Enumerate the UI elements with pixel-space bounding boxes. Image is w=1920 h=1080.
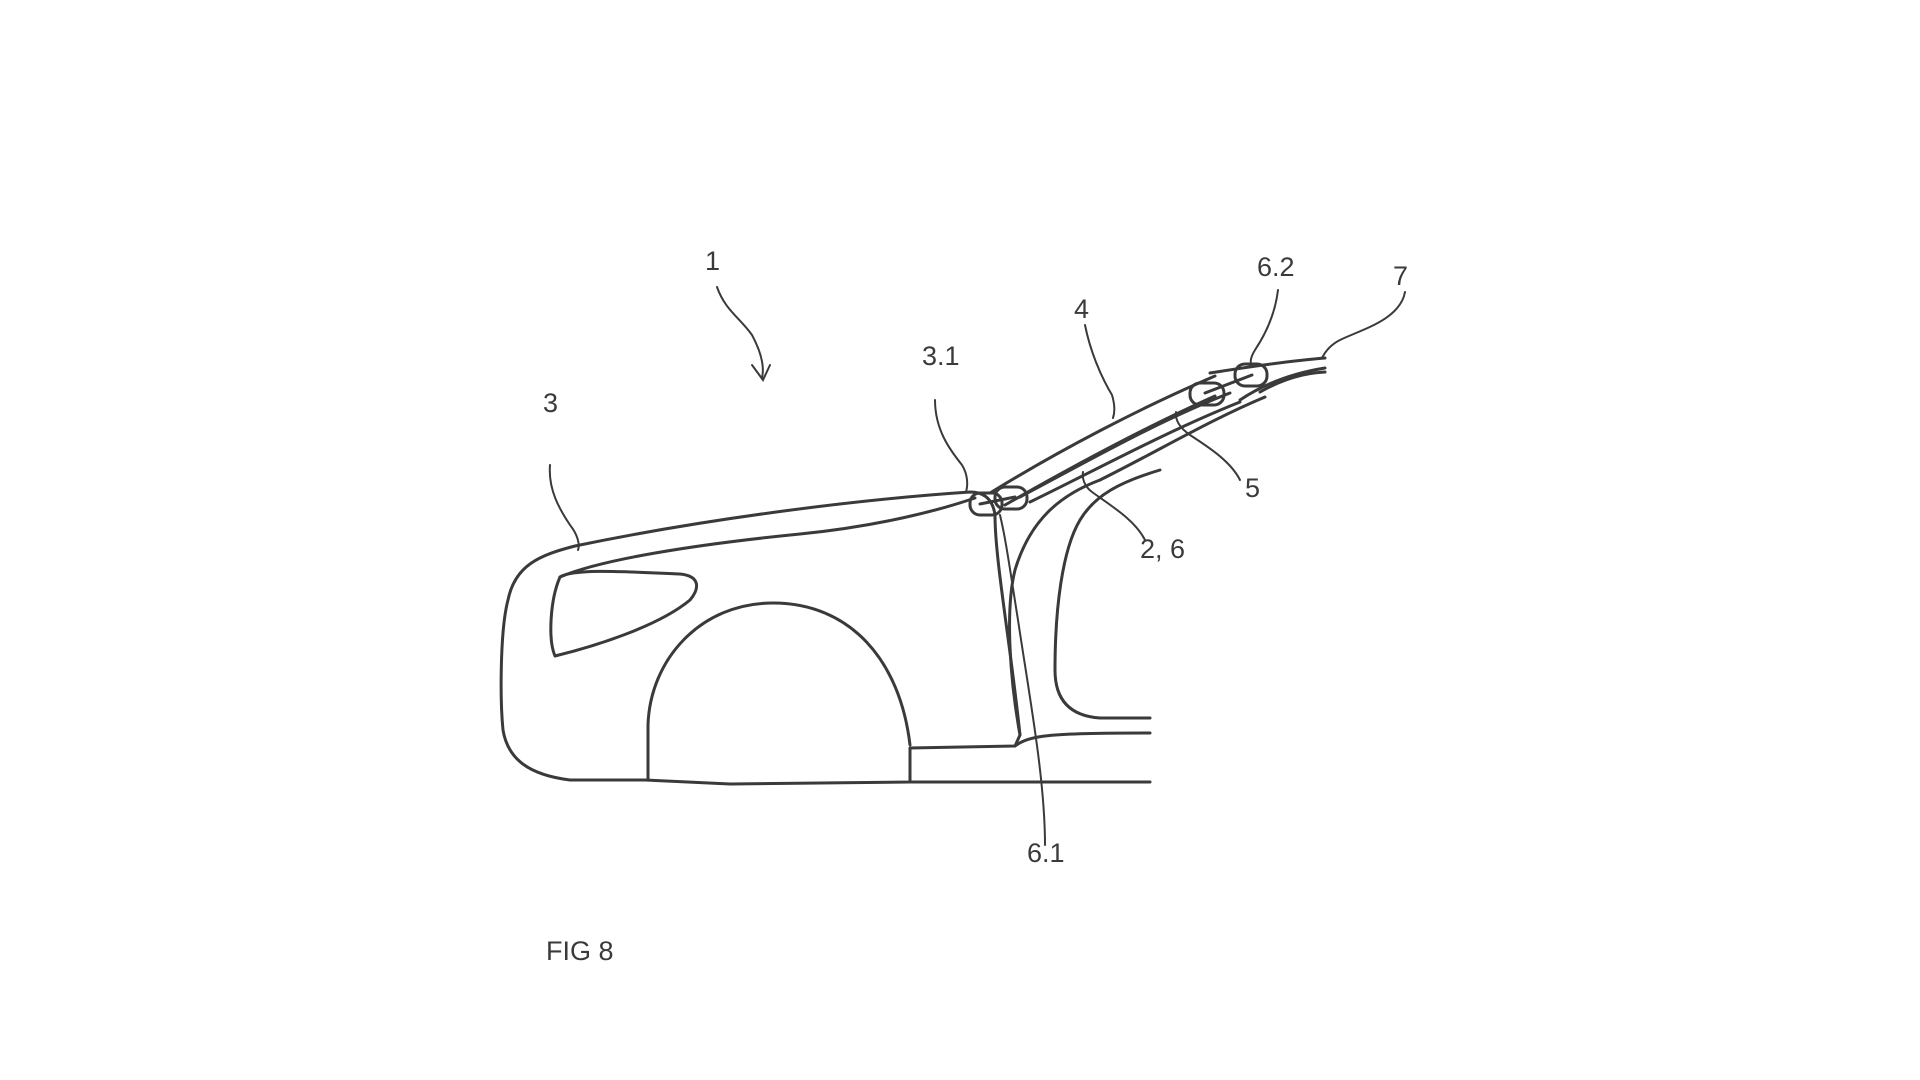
figure-caption: FIG 8 bbox=[546, 936, 614, 966]
label-cover: 4 bbox=[1074, 294, 1089, 324]
rail-line bbox=[1098, 395, 1267, 482]
tail-lamp-outline bbox=[549, 569, 699, 658]
leader-2-6 bbox=[1081, 471, 1146, 541]
label-lower-joint: 6.1 bbox=[1027, 838, 1065, 868]
upper-joint-link bbox=[1203, 373, 1254, 395]
lower-joint-right bbox=[993, 485, 1029, 511]
door-opening-outer bbox=[1008, 478, 1102, 737]
leader-1 bbox=[716, 286, 764, 379]
label-upper-joint: 6.2 bbox=[1257, 252, 1295, 282]
label-rear-body-edge: 3.1 bbox=[922, 341, 960, 371]
label-frame-guide: 2, 6 bbox=[1140, 534, 1185, 564]
leader-6-2 bbox=[1249, 289, 1279, 367]
frame-guide-line-2 bbox=[1028, 400, 1242, 504]
label-vehicle: 1 bbox=[705, 246, 720, 276]
roof-line-lower bbox=[1238, 366, 1327, 402]
leader-3 bbox=[548, 464, 580, 551]
cover-upper-edge bbox=[988, 374, 1217, 495]
label-roof: 7 bbox=[1393, 261, 1408, 291]
lower-joint-link bbox=[978, 495, 1017, 506]
sill-line-mid bbox=[1013, 731, 1152, 748]
leader-7 bbox=[1321, 291, 1406, 359]
leader-4 bbox=[1084, 324, 1116, 419]
roof-line-upper bbox=[1208, 356, 1327, 375]
leader-3-1 bbox=[934, 399, 969, 493]
leader-1-arrow bbox=[751, 364, 771, 382]
upper-joint-left bbox=[1188, 381, 1226, 407]
label-rail: 5 bbox=[1245, 473, 1260, 503]
wheel-arch bbox=[646, 601, 912, 782]
lower-joint-left bbox=[968, 491, 1004, 517]
roof-line-inner bbox=[1258, 370, 1327, 394]
leader-6-1 bbox=[999, 514, 1046, 846]
rear-body-outline bbox=[499, 490, 1022, 786]
leader-5 bbox=[1174, 411, 1241, 481]
door-opening-inner bbox=[1053, 468, 1162, 720]
label-rear-body: 3 bbox=[543, 388, 558, 418]
shoulder-crease-line bbox=[558, 496, 977, 579]
